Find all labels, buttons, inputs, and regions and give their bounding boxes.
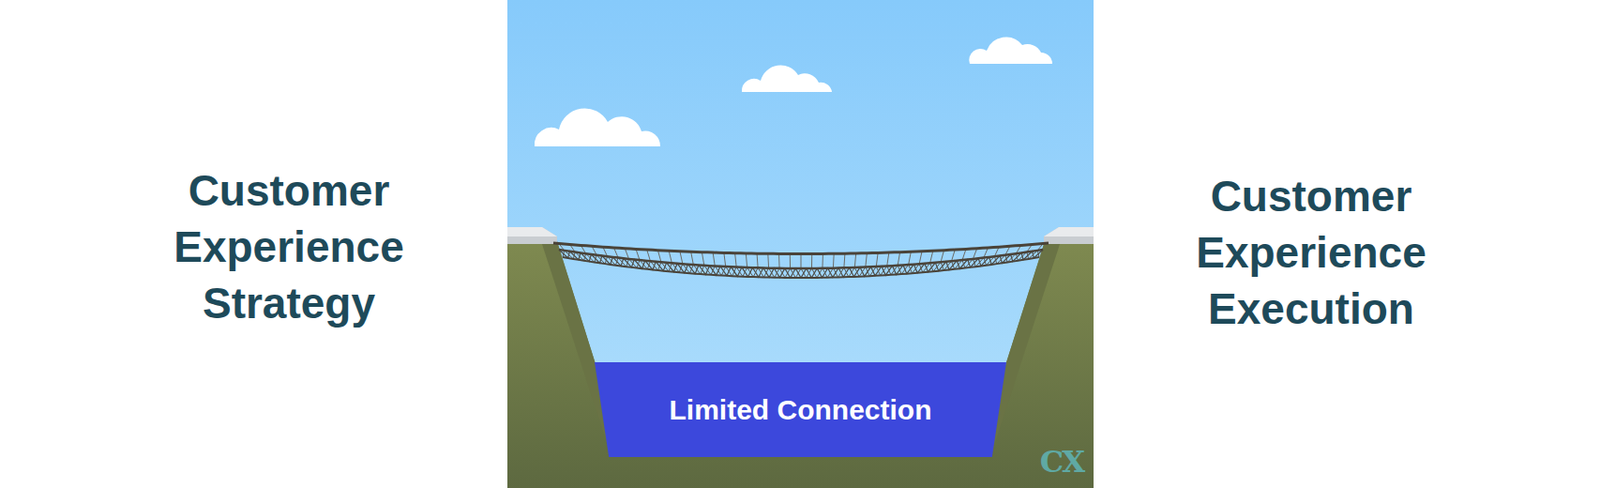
bridge-hanger — [635, 248, 640, 260]
bridge-rope — [562, 256, 1040, 278]
bridge-hanger — [668, 250, 672, 263]
rope-bridge — [553, 242, 1049, 278]
bridge-hanger — [691, 251, 695, 265]
bridge-hanger — [679, 251, 683, 264]
bridge-hanger — [756, 253, 758, 268]
bridge-hanger — [657, 250, 661, 263]
bridge-hanger — [887, 252, 890, 266]
bridge-hanger — [832, 253, 835, 268]
bridge-hanger — [930, 250, 934, 263]
bridge-hanger — [735, 253, 738, 268]
bridge-hanger — [844, 253, 846, 268]
bridge-hanger — [724, 252, 726, 267]
bridge-hanger — [908, 251, 912, 265]
bridge-hanger — [940, 250, 944, 263]
bridge-hanger — [865, 253, 868, 268]
bridge-rope — [553, 242, 1049, 255]
bridge-rope — [558, 249, 1043, 269]
bridge-hanger — [767, 253, 770, 268]
watermark-logo: CX — [1040, 443, 1084, 480]
side-heading: Customer Experience Strategy — [134, 162, 444, 332]
ground — [507, 238, 1094, 488]
bridge-hanger — [800, 254, 802, 270]
bridge-hanger — [701, 252, 704, 266]
bridge-hanger — [875, 252, 878, 267]
sky — [507, 0, 1094, 488]
cliff-platform — [1043, 226, 1094, 244]
bridge-hanger — [951, 249, 956, 261]
bridge-hanger — [854, 253, 856, 268]
bridge-hanger — [745, 253, 747, 268]
band-text: Limited Connection — [669, 393, 933, 426]
bridge-hanger — [789, 253, 791, 268]
bridge-hanger — [811, 253, 813, 268]
bridge-hanger — [821, 253, 824, 268]
cliff-platform — [1043, 226, 1094, 237]
side-heading: Customer Experience Execution — [1156, 167, 1466, 337]
water-band: Limited Connection — [594, 362, 1007, 457]
bridge-hanger — [897, 252, 900, 266]
bridge-hanger — [647, 249, 651, 261]
bridge-hanger — [919, 251, 922, 264]
cliff-platform — [507, 226, 558, 237]
cliff-platform — [507, 226, 558, 244]
bridge-hanger — [712, 252, 715, 266]
clouds — [534, 37, 1053, 147]
water-fill — [594, 362, 1007, 457]
bridge-hanger — [778, 253, 781, 268]
bridge-hanger — [962, 248, 967, 260]
